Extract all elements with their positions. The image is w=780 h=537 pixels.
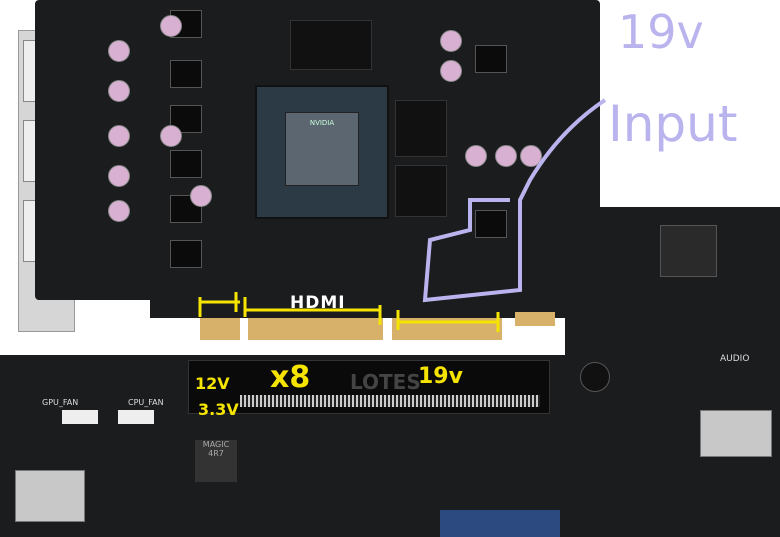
pcie-slot-pins xyxy=(240,395,540,407)
19v-annotation: 19v xyxy=(418,364,463,389)
annotation-bracket xyxy=(396,310,500,332)
chip xyxy=(660,225,717,277)
12v-annotation: 12V xyxy=(195,374,230,393)
input-outline xyxy=(422,98,607,303)
usb-port xyxy=(15,470,85,522)
capacitor xyxy=(190,185,212,207)
memory-chip xyxy=(290,20,372,70)
gpu-fan-label: GPU_FAN xyxy=(42,398,79,407)
fan-header xyxy=(62,410,98,424)
inductor xyxy=(170,150,202,178)
capacitor xyxy=(108,125,130,147)
capacitor xyxy=(495,145,517,167)
capacitor xyxy=(108,165,130,187)
inductor xyxy=(170,60,202,88)
gold-tab xyxy=(515,312,555,326)
memory-chip xyxy=(395,100,447,157)
inductor xyxy=(475,210,507,238)
capacitor xyxy=(160,15,182,37)
slot-brand: LOTES xyxy=(350,370,421,394)
gold-fingers xyxy=(200,318,240,340)
inductor xyxy=(475,45,507,73)
capacitor xyxy=(440,60,462,82)
gold-fingers xyxy=(248,318,383,340)
capacitor xyxy=(160,125,182,147)
annotation-bracket xyxy=(198,292,382,325)
gpu-die: NVIDIA xyxy=(285,112,359,186)
inductor xyxy=(170,240,202,268)
buzzer xyxy=(580,362,610,392)
audio-label: AUDIO xyxy=(720,354,750,364)
usb-port xyxy=(700,410,772,457)
x8-annotation: x8 xyxy=(270,360,311,395)
capacitor xyxy=(440,30,462,52)
19v-input-annotation: 19v xyxy=(618,5,704,59)
input-annotation: Input xyxy=(608,95,738,153)
cpu-fan-label: CPU_FAN xyxy=(128,398,164,407)
fan-header xyxy=(118,410,154,424)
inductor: MAGIC 4R7 xyxy=(195,440,237,482)
hdmi-label: HDMI xyxy=(290,293,346,313)
graphics-card-edge xyxy=(150,290,570,318)
3v3-annotation: 3.3V xyxy=(198,400,239,419)
capacitor xyxy=(108,200,130,222)
capacitor xyxy=(465,145,487,167)
capacitor xyxy=(520,145,542,167)
chip xyxy=(440,510,560,537)
capacitor xyxy=(108,80,130,102)
memory-chip xyxy=(395,165,447,217)
capacitor xyxy=(108,40,130,62)
